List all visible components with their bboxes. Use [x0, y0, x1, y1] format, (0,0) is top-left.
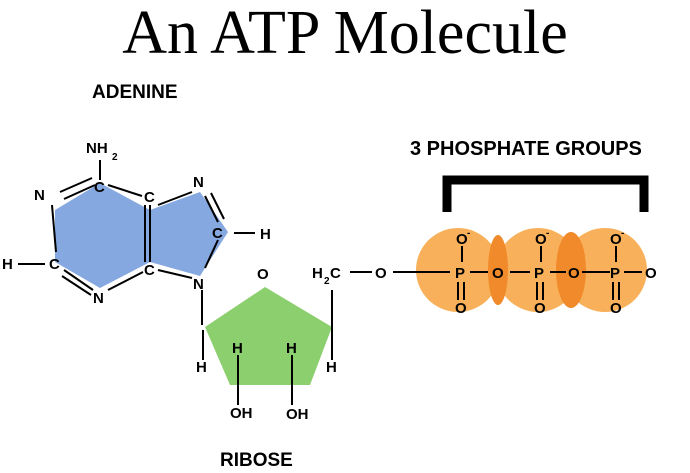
ribose-h-2: H [286, 340, 297, 357]
phos2-o-top: O [535, 231, 547, 248]
phos1-p: P [455, 265, 465, 282]
ribose-ring-oxygen: O [257, 266, 269, 283]
phos3-p: P [610, 265, 620, 282]
amine-subscript: 2 [112, 152, 118, 163]
phos-bridge-o-1: O [492, 265, 504, 282]
phos2-p: P [534, 265, 544, 282]
adenine-six-ring [55, 183, 150, 288]
phosphate-groups-label: 3 PHOSPHATE GROUPS [410, 138, 642, 160]
ribose-oh-2: OH [286, 406, 309, 423]
phos1-charge: - [467, 228, 470, 239]
ribose-h-4: H [326, 359, 337, 376]
ribose-h-3: H [232, 340, 243, 357]
atom-n1: N [34, 187, 45, 204]
amine-nh: NH [86, 140, 108, 157]
phos1-o-bottom: O [455, 300, 467, 317]
atom-c5: C [144, 189, 155, 206]
phos3-o-top: O [610, 231, 622, 248]
adenine-five-ring [150, 192, 228, 276]
phosphate-bracket [442, 175, 649, 212]
ribose-ring [205, 287, 332, 385]
phosphate-circle-3 [563, 228, 647, 312]
phos1-o-top: O [456, 231, 468, 248]
phosphate-overlap-b [556, 232, 586, 308]
phos3-o-bottom: O [610, 300, 622, 317]
ribose-oh-3: OH [230, 405, 253, 422]
phosphate-circle-1 [416, 228, 500, 312]
phos-bridge-o-2: O [568, 265, 580, 282]
atom-c6: C [94, 179, 105, 196]
phos2-o-bottom: O [534, 300, 546, 317]
atom-n9: N [193, 276, 204, 293]
atom-n3: N [93, 290, 104, 307]
page-title: An ATP Molecule [122, 0, 568, 67]
ribose-h-1: H [196, 359, 207, 376]
phosphate-overlap-a [488, 235, 508, 305]
atom-h8: H [260, 226, 271, 243]
ribose-label: RIBOSE [220, 450, 293, 471]
phos3-charge: - [621, 228, 624, 239]
phos3-o-right: O [645, 265, 657, 282]
adenine-bonds [18, 160, 255, 325]
adenine-label: ADENINE [92, 82, 178, 103]
ribose-bonds [202, 271, 450, 405]
atom-c4: C [144, 262, 155, 279]
atom-h2: H [2, 256, 13, 273]
phosphate-bonds [457, 246, 642, 300]
phos2-charge: - [546, 228, 549, 239]
ribose-ch2-c: C [330, 265, 341, 282]
ribose-ch2-subscript: 2 [324, 276, 330, 287]
atom-c8: C [212, 225, 223, 242]
atom-c2: C [49, 256, 60, 273]
ribose-ch2-h: H [312, 265, 323, 282]
ester-oxygen: O [375, 265, 387, 282]
atom-n7: N [193, 174, 204, 191]
